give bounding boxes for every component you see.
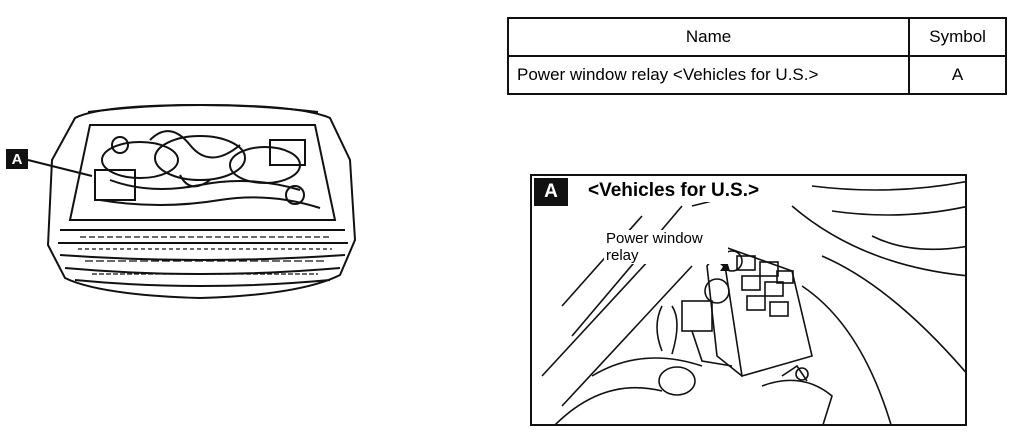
- column-header-name: Name: [506, 17, 911, 57]
- engine-bay-drawing: [27, 103, 357, 300]
- column-header-symbol: Symbol: [908, 17, 1007, 57]
- engine-bay-illustration: A: [0, 100, 380, 330]
- cell-symbol: A: [908, 55, 1007, 95]
- detail-view-a: A <Vehicles for U.S.> Power window relay: [530, 174, 967, 426]
- table-row: Power window relay <Vehicles for U.S.> A: [506, 55, 1007, 95]
- symbol-marker: A: [6, 149, 28, 169]
- detail-symbol-marker: A: [534, 178, 568, 206]
- cell-name: Power window relay <Vehicles for U.S.>: [506, 55, 911, 95]
- relay-location-drawing: [541, 180, 965, 424]
- detail-title: <Vehicles for U.S.>: [584, 180, 764, 202]
- table-header-row: Name Symbol: [506, 17, 1007, 57]
- component-table: Name Symbol Power window relay <Vehicles…: [506, 17, 1007, 95]
- relay-callout-label: Power window relay: [604, 230, 728, 264]
